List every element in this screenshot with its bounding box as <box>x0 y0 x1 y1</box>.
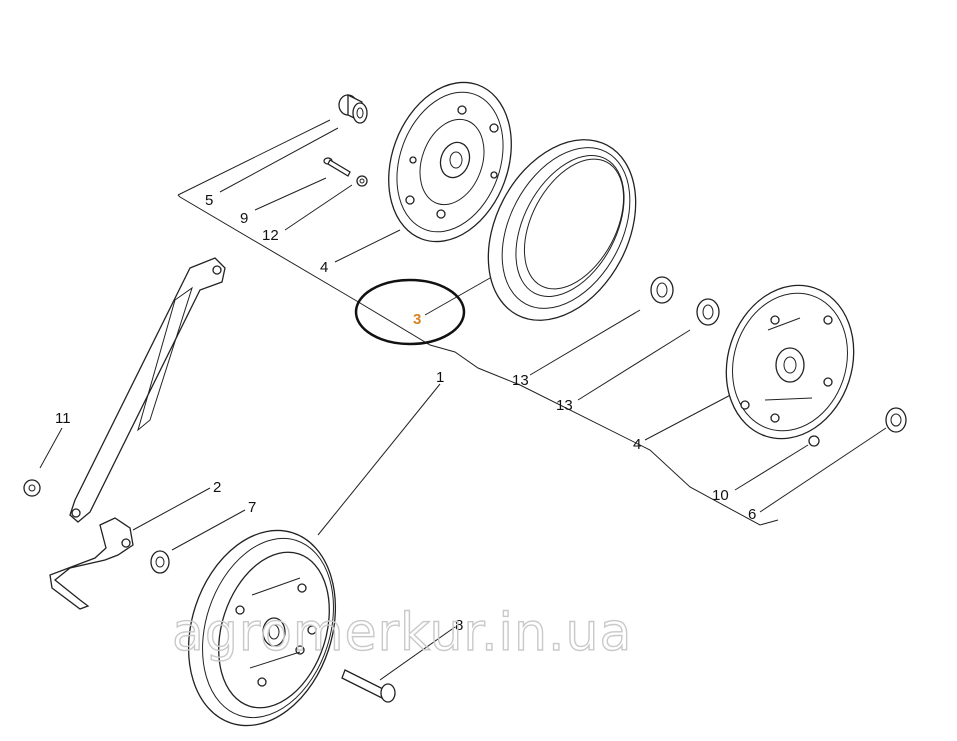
part-2-bracket <box>49 517 134 610</box>
callout-13: 13 <box>512 372 529 389</box>
part-9-bolt <box>323 157 351 177</box>
highlight-circle <box>354 278 466 346</box>
callout-4: 4 <box>320 259 328 276</box>
callout-2: 2 <box>213 479 221 496</box>
part-11-nut <box>23 479 41 497</box>
part-5-bushing <box>338 93 368 124</box>
callout-10: 10 <box>712 487 729 504</box>
callout-12: 12 <box>262 227 279 244</box>
part-4-wheel-disc-lower <box>725 284 855 440</box>
part-6-washer <box>885 407 907 433</box>
callout-7: 7 <box>248 499 256 516</box>
part-3-tire <box>487 139 637 321</box>
callout-8: 8 <box>455 617 463 634</box>
part-7-spacer <box>150 550 170 574</box>
part-8-bolt <box>341 669 396 703</box>
part-13-spacer-b <box>696 298 720 326</box>
callout-5: 5 <box>205 192 213 209</box>
part-13-spacer-a <box>650 276 674 304</box>
assembly-outline <box>177 119 779 526</box>
callout-3: 3 <box>413 311 421 328</box>
callout-9: 9 <box>240 210 248 227</box>
part-10-nut <box>808 435 820 447</box>
part-arm-linkage <box>69 257 226 523</box>
part-12-nut <box>356 175 368 187</box>
callout-1: 1 <box>436 369 444 386</box>
callout-4: 4 <box>633 436 641 453</box>
callout-13: 13 <box>556 397 573 414</box>
callout-6: 6 <box>748 506 756 523</box>
callout-11: 11 <box>55 410 71 427</box>
part-1-wheel-assembly <box>187 529 337 727</box>
leader-lines <box>39 127 887 681</box>
callout-labels: 5 9 12 4 3 13 13 4 10 6 1 11 2 7 8 <box>55 192 756 634</box>
watermark: agromerkur.in.ua <box>172 603 632 663</box>
part-4-wheel-disc-upper <box>388 81 512 243</box>
